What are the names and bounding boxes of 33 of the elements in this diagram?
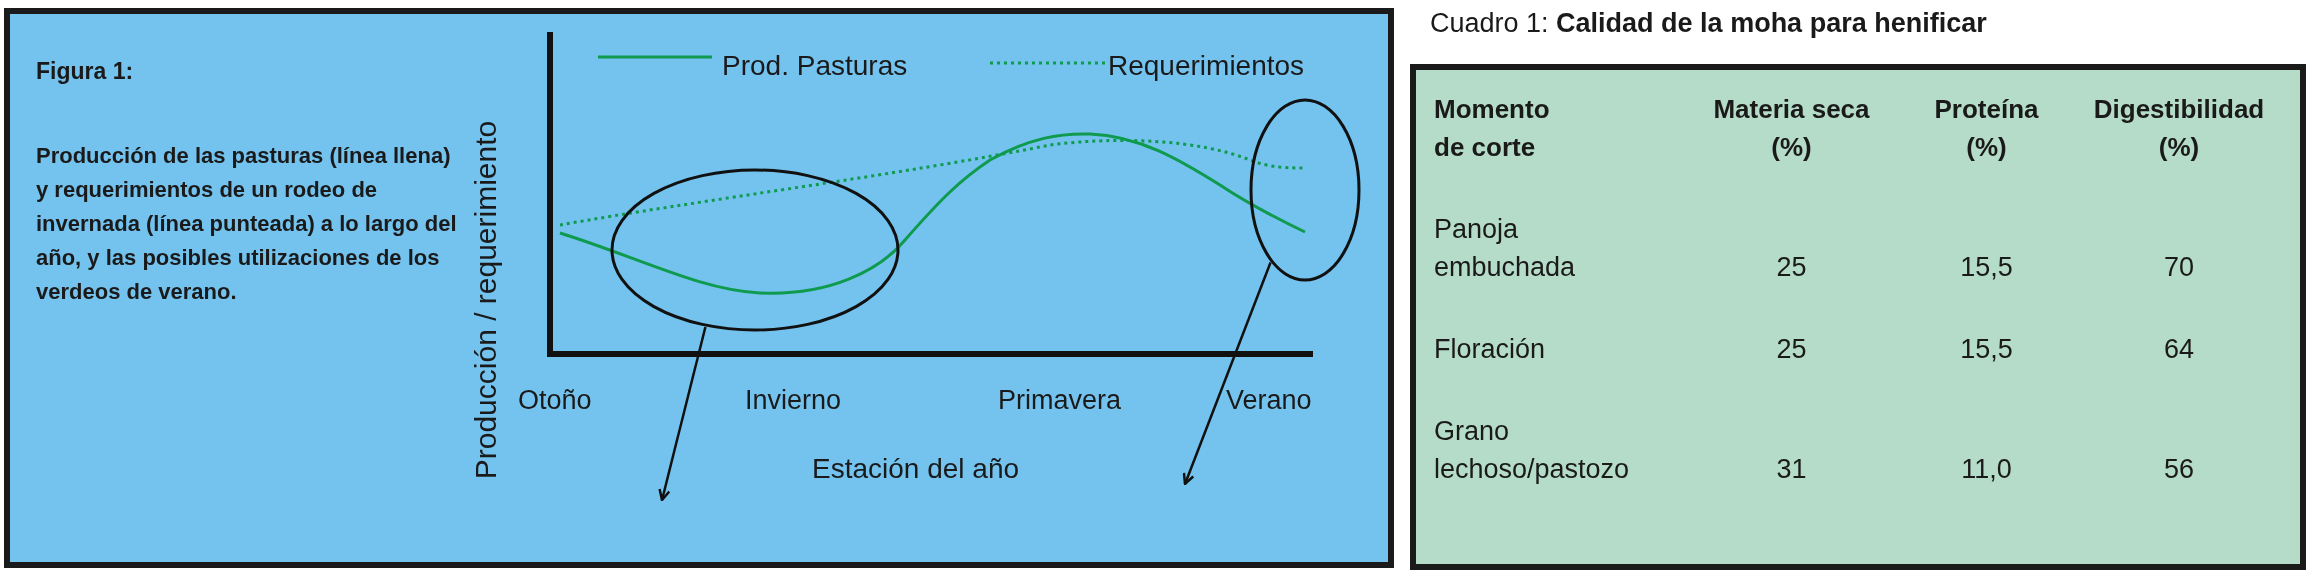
arrow xyxy=(1182,262,1272,486)
table-value: 56 xyxy=(2163,453,2194,486)
ellipse-outline xyxy=(610,168,900,332)
season-label: Invierno xyxy=(745,384,842,417)
table-title: Cuadro 1: Calidad de la moha para henificar xyxy=(1430,7,1987,40)
table-value: 70 xyxy=(2163,251,2194,284)
legend-label: Requerimientos xyxy=(1108,49,1305,83)
table-value: 11,0 xyxy=(1961,453,2012,486)
column-header: Momento de corte xyxy=(1434,93,1551,164)
row-label: Panoja embuchada xyxy=(1434,213,1577,284)
table-panel xyxy=(1410,64,2306,570)
season-label: Otoño xyxy=(518,384,592,417)
column-header: Proteína (%) xyxy=(1933,93,2040,164)
table-value: 25 xyxy=(1776,333,1807,366)
season-label: Primavera xyxy=(998,384,1122,417)
ellipse-outline xyxy=(1249,98,1361,282)
table-value: 25 xyxy=(1776,251,1807,284)
column-header: Digestibilidad (%) xyxy=(2092,93,2266,164)
table-value: 15,5 xyxy=(1960,251,2013,284)
figure-heading: Figura 1: xyxy=(36,57,134,86)
row-label: Floración xyxy=(1434,333,1547,366)
row-label: Grano lechoso/pastozo xyxy=(1434,415,1631,486)
arrow xyxy=(658,326,707,502)
table-value: 15,5 xyxy=(1960,333,2013,366)
column-header: Materia seca (%) xyxy=(1712,93,1871,164)
season-label: Verano xyxy=(1226,384,1312,417)
figure-caption: Producción de las pasturas (línea llena) y requerimientos de un rodeo de invernada (línea punteada) a lo largo del año, y las posibles utilizaciones de los verdeos de verano. xyxy=(36,142,458,306)
legend-label: Prod. Pasturas xyxy=(722,49,908,83)
table-value: 31 xyxy=(1776,453,1807,486)
figure-panel xyxy=(4,8,1394,568)
axis-title: Estación del año xyxy=(812,452,1020,486)
table-value: 64 xyxy=(2163,333,2194,366)
axis-title: Producción / requerimiento xyxy=(467,120,503,480)
